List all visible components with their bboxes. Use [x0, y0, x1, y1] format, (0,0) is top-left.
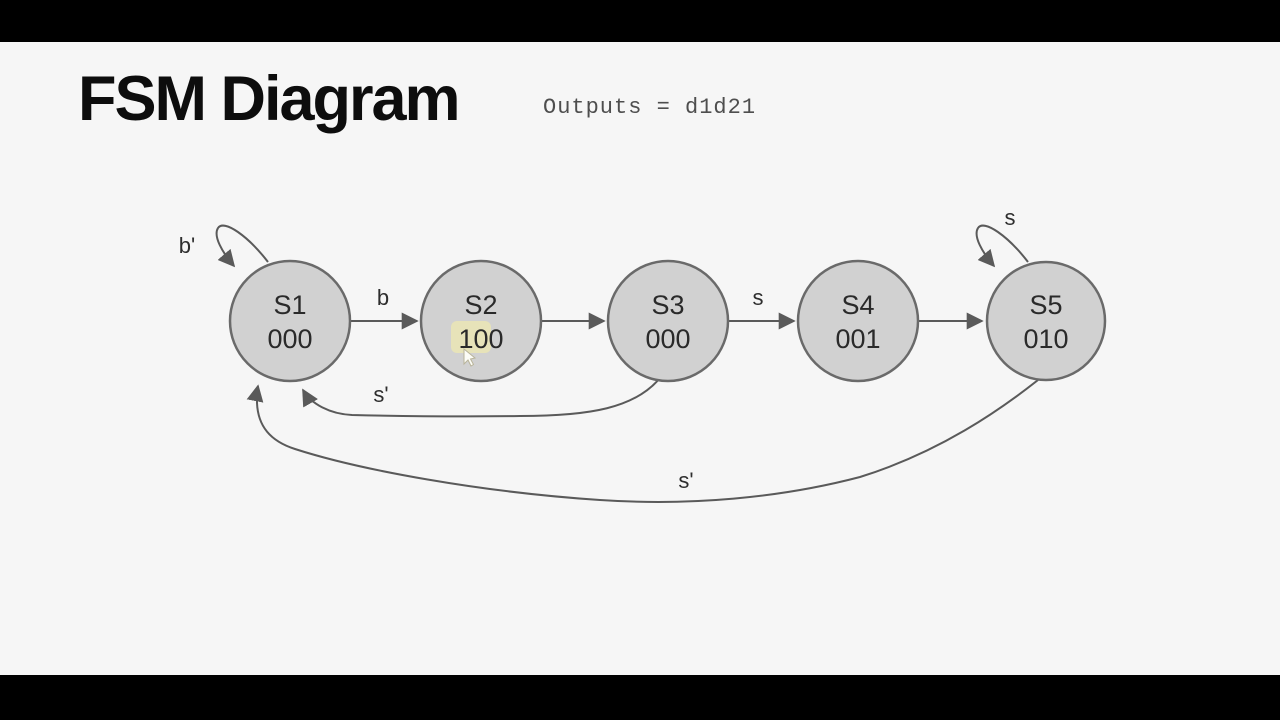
edge-s1-self-loop — [215, 224, 269, 268]
state-s4-name: S4 — [841, 290, 874, 320]
state-s3-output: 000 — [645, 324, 690, 354]
letterbox-top — [0, 0, 1280, 42]
state-s4-output: 001 — [835, 324, 880, 354]
edge-label-b: b — [377, 285, 389, 310]
state-s5 — [985, 260, 1107, 382]
edge-s3-s1 — [302, 377, 661, 418]
state-s3 — [606, 259, 730, 383]
letterbox-bottom — [0, 675, 1280, 720]
outputs-legend: Outputs = d1d21 — [543, 95, 757, 120]
state-s5-output: 010 — [1023, 324, 1068, 354]
mouse-cursor-icon — [463, 347, 477, 367]
edge-s5-s1 — [246, 379, 1039, 503]
state-s1-name: S1 — [273, 290, 306, 320]
state-s3-name: S3 — [651, 290, 684, 320]
state-s4 — [796, 259, 920, 383]
edge-label-s-prime-long: s' — [678, 468, 693, 493]
state-s1-output: 000 — [267, 324, 312, 354]
edge-label-s-prime-short: s' — [373, 382, 388, 407]
edge-label-b-prime: b' — [179, 233, 195, 258]
cursor-highlight — [451, 321, 491, 353]
edge-label-s-loop: s — [1005, 205, 1016, 230]
state-s5-name: S5 — [1029, 290, 1062, 320]
state-s1 — [228, 259, 352, 383]
edge-s5-self-loop — [975, 224, 1029, 268]
edge-label-s: s — [753, 285, 764, 310]
state-s2-name: S2 — [464, 290, 497, 320]
state-s2-output: 100 — [458, 324, 503, 354]
page-title: FSM Diagram — [78, 64, 461, 134]
